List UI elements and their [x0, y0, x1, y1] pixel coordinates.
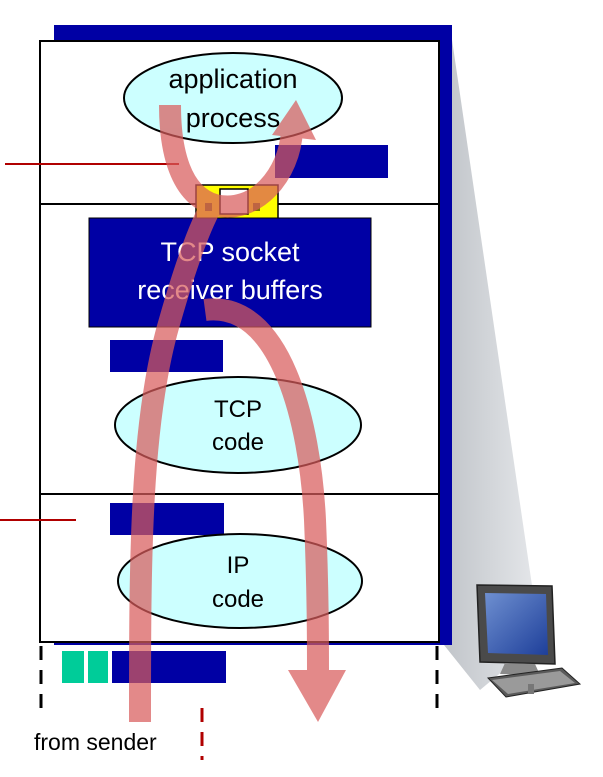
from-sender-label: from sender: [34, 729, 157, 755]
desktop-computer-icon: [476, 584, 582, 698]
network-layer-bar: [110, 503, 224, 535]
ip-code-label-1: IP: [227, 552, 250, 579]
application-process-label-2: process: [186, 103, 281, 133]
ip-code-ellipse: [117, 533, 363, 629]
application-process-label-1: application: [168, 64, 297, 94]
ip-code-label-2: code: [212, 586, 264, 613]
data-flow-arrow-icon: [129, 100, 346, 723]
tcp-code-label-2: code: [212, 429, 264, 456]
perspective-panel: [440, 26, 540, 690]
tcp-code-label-1: TCP: [214, 396, 262, 423]
